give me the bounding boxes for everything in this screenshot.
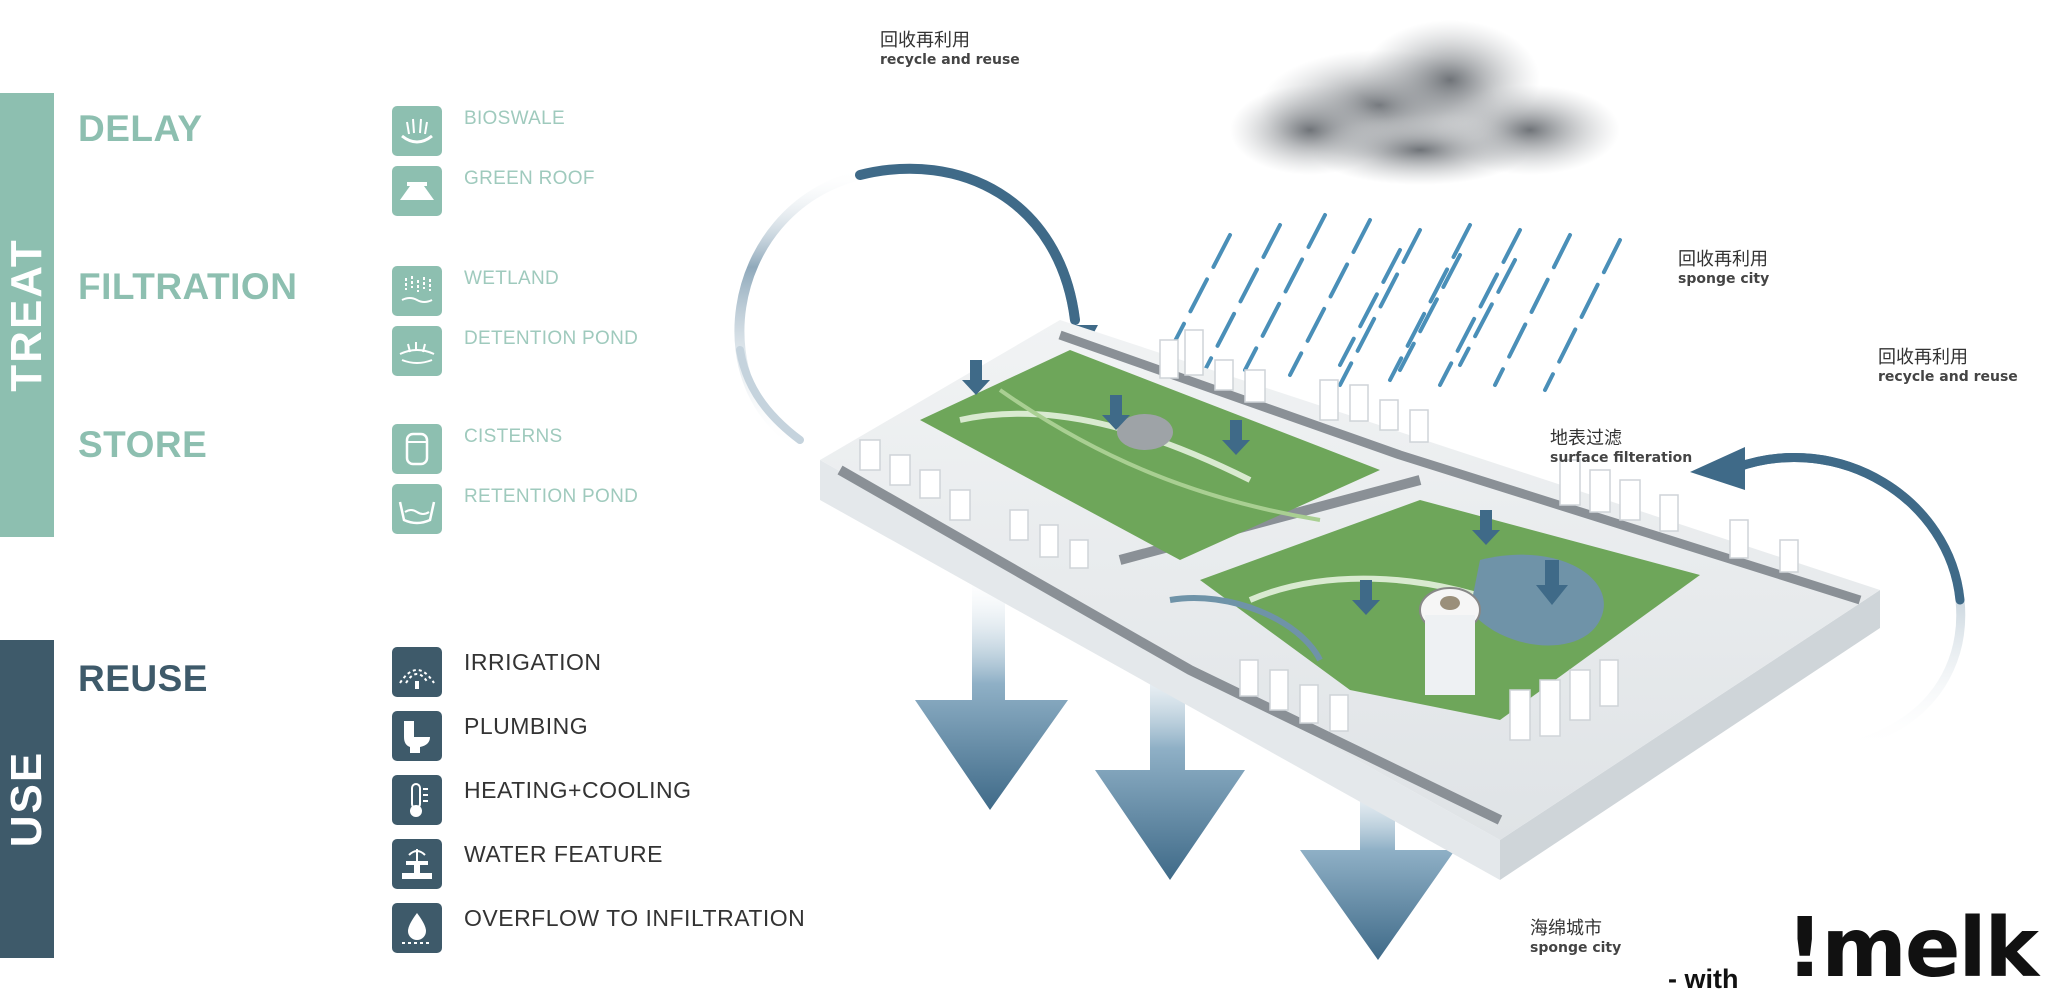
treat-bar-label: TREAT [2, 238, 51, 392]
legend-item-label: DETENTION POND [464, 328, 639, 349]
credit-prefix: - with [1668, 964, 1739, 994]
reuse-title: REUSE [78, 658, 208, 699]
legend-item-label: OVERFLOW TO INFILTRATION [464, 905, 806, 931]
recycle-arc-arrow-right [1690, 447, 1966, 757]
annotation-en: sponge city [1530, 940, 1622, 956]
delay-title: DELAY [78, 108, 203, 149]
legend-item-label: RETENTION POND [464, 486, 639, 507]
fountain-icon [392, 839, 442, 889]
annotation-en: recycle and reuse [880, 52, 1020, 68]
legend-item-label: IRRIGATION [464, 649, 602, 675]
thermometer-icon [392, 775, 442, 825]
annotation-recycle-top: 回收再利用 recycle and reuse [880, 26, 1020, 68]
annotation-en: recycle and reuse [1878, 369, 2018, 385]
rain-lines [1158, 213, 1622, 392]
green-roof-icon [392, 166, 442, 216]
irrigation-icon [392, 647, 442, 697]
detention-pond-icon [392, 326, 442, 376]
annotation-en: surface filteration [1550, 450, 1693, 466]
store-title: STORE [78, 424, 208, 465]
cistern-icon [392, 424, 442, 474]
retention-pond-icon [392, 484, 442, 534]
city-model [820, 320, 1880, 880]
wetland-icon [392, 266, 442, 316]
melk-logo: !melk [1786, 901, 2039, 996]
legend-item-label: BIOSWALE [464, 108, 565, 129]
annotation-en: sponge city [1678, 271, 1770, 287]
toilet-icon [392, 711, 442, 761]
annotation-sponge-bottom: 海绵城市 sponge city [1530, 914, 1621, 956]
filtration-title: FILTRATION [78, 266, 298, 307]
use-bar-label: USE [2, 750, 51, 848]
legend-item-label: PLUMBING [464, 713, 589, 739]
annotation-zh: 回收再利用 [880, 30, 970, 51]
annotation-zh: 海绵城市 [1530, 918, 1602, 939]
legend-item-label: WETLAND [464, 268, 559, 289]
bioswale-icon [392, 106, 442, 156]
annotation-zh: 回收再利用 [1678, 249, 1768, 270]
infiltration-arrows [915, 580, 1455, 960]
legend-item-label: CISTERNS [464, 426, 563, 447]
annotation-zh: 地表过滤 [1550, 428, 1622, 449]
legend-item-label: GREEN ROOF [464, 168, 595, 189]
annotation-surface-filtration: 地表过滤 surface filteration [1550, 424, 1692, 466]
water-drop-icon [392, 903, 442, 953]
annotation-sponge-mid: 回收再利用 sponge city [1678, 245, 1769, 287]
annotation-recycle-right: 回收再利用 recycle and reuse [1878, 343, 2018, 385]
legend-item-label: HEATING+COOLING [464, 777, 692, 803]
rain-cloud [1230, 20, 1620, 185]
treat-category-bar: TREAT [0, 93, 54, 537]
legend-item-label: WATER FEATURE [464, 841, 664, 867]
annotation-zh: 回收再利用 [1878, 347, 1968, 368]
use-category-bar: USE [0, 640, 54, 958]
